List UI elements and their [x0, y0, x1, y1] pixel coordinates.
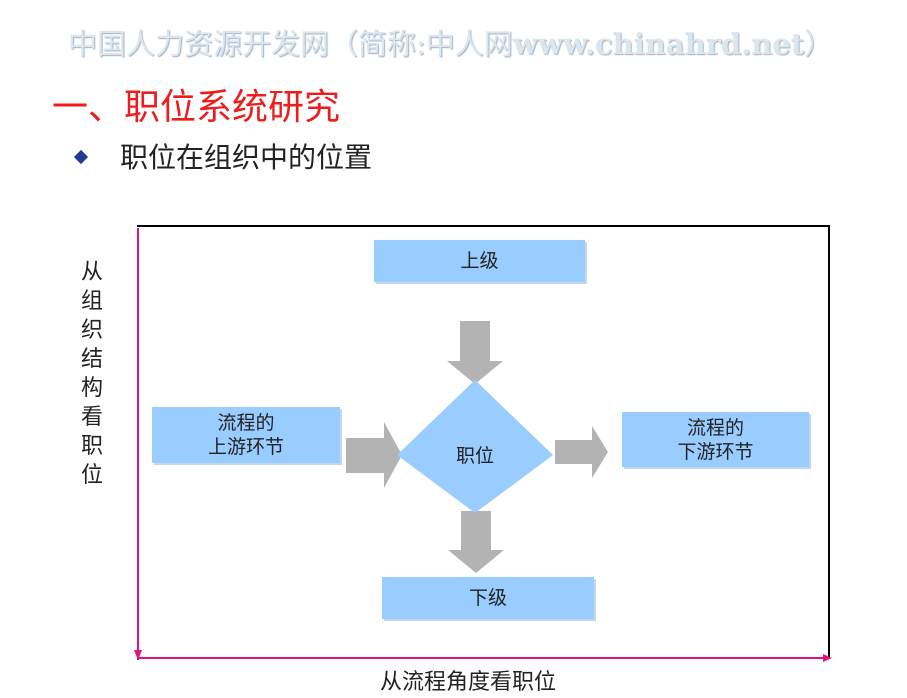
header-close-paren: ）: [804, 27, 834, 61]
frame-top-border: [137, 225, 830, 227]
frame-right-border: [828, 225, 830, 659]
upstream-box: 流程的 上游环节: [152, 407, 340, 463]
superior-box: 上级: [374, 240, 585, 282]
downstream-label-line2: 下游环节: [677, 440, 754, 463]
position-label: 职位: [455, 445, 494, 467]
diagram-shapes: [346, 321, 608, 573]
arrow-down-from-superior-icon: [447, 321, 503, 384]
upstream-label-line1: 流程的: [217, 412, 275, 434]
header-site-link: www.chinahrd.net: [512, 27, 805, 61]
downstream-label-line1: 流程的: [686, 416, 744, 439]
arrow-right-from-upstream-icon: [346, 422, 402, 488]
slide-subtitle: 职位在组织中的位置: [120, 141, 373, 174]
horizontal-axis-arrow-icon: [823, 654, 832, 662]
subordinate-label: 下级: [468, 587, 507, 609]
arrow-right-to-downstream-icon: [555, 426, 608, 478]
downstream-box: 流程的 下游环节: [622, 412, 809, 467]
horizontal-axis-line: [137, 657, 825, 659]
vertical-axis-arrow-icon: [134, 650, 142, 660]
arrow-down-to-subordinate-icon: [448, 511, 504, 573]
vertical-axis-line: [137, 228, 139, 660]
site-header: 中国人力资源开发网（简称:中人网www.chinahrd.net）: [68, 24, 898, 64]
slide-title: 一、职位系统研究: [52, 87, 341, 128]
position-diamond: [397, 380, 553, 513]
superior-label: 上级: [460, 250, 499, 272]
vertical-axis-label: 从组织结构看职位: [80, 260, 103, 488]
subordinate-box: 下级: [382, 577, 594, 619]
header-org-text: 中国人力资源开发网（简称:中人网: [68, 27, 513, 61]
upstream-label-line2: 上游环节: [207, 436, 284, 458]
